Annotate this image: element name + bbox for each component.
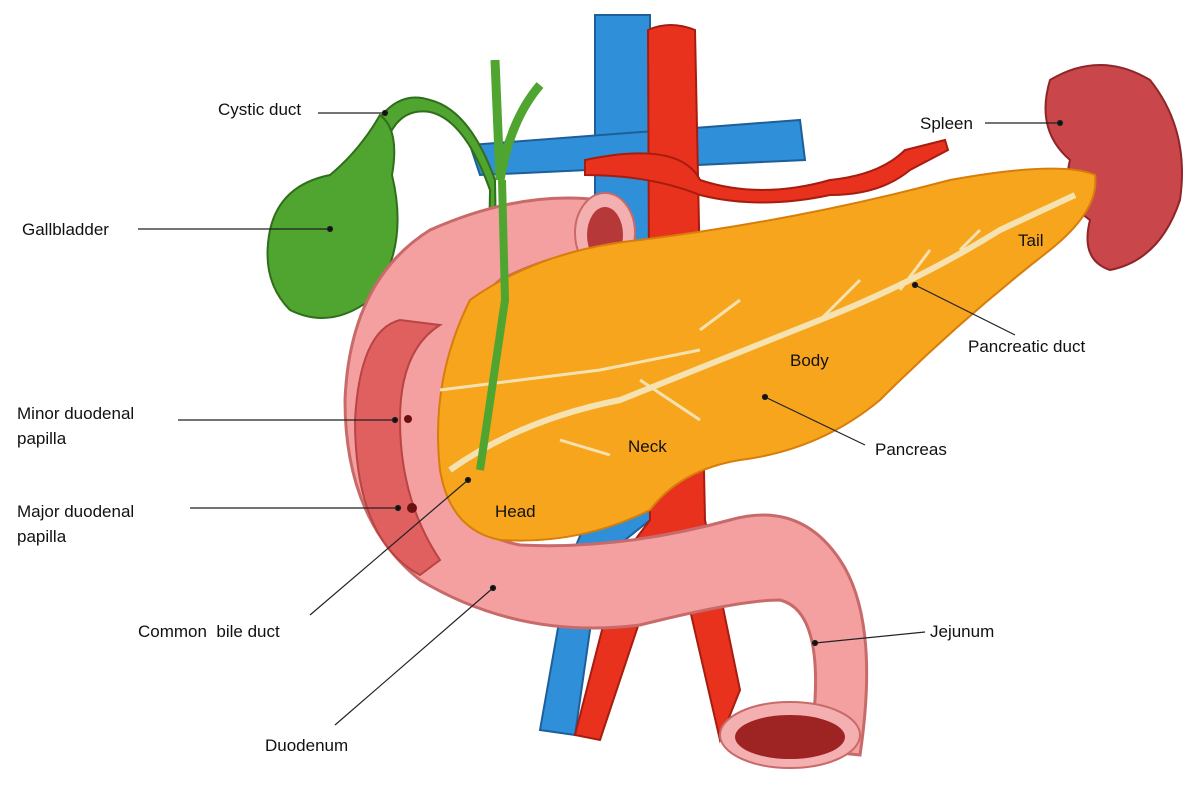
label-major-papilla-line1: Major duodenal (17, 502, 135, 521)
label-jejunum: Jejunum (930, 622, 995, 641)
label-pancreatic-duct: Pancreatic duct (968, 337, 1086, 356)
label-cystic-duct: Cystic duct (218, 100, 302, 119)
leader-lines (138, 109, 1064, 726)
label-spleen: Spleen (920, 114, 973, 133)
gallbladder-shape (266, 113, 399, 319)
label-pancreas: Pancreas (875, 440, 947, 459)
label-body: Body (790, 351, 829, 370)
label-major-papilla: Major duodenal papilla (17, 499, 134, 549)
duodenal-lumen (353, 318, 443, 577)
spleen-shape (1044, 64, 1183, 272)
label-gallbladder: Gallbladder (22, 220, 109, 239)
label-tail: Tail (1018, 231, 1044, 250)
pancreas-shape (437, 167, 1097, 542)
pancreatic-duct-shape (448, 192, 1077, 473)
label-neck: Neck (628, 437, 667, 456)
label-duodenum: Duodenum (265, 736, 349, 755)
label-minor-papilla-line2: papilla (17, 429, 67, 448)
label-head: Head (495, 502, 536, 521)
label-major-papilla-line2: papilla (17, 527, 67, 546)
label-common-bile-duct: Common bile duct (138, 622, 280, 641)
label-minor-papilla: Minor duodenal papilla (17, 401, 134, 451)
label-minor-papilla-line1: Minor duodenal (17, 404, 135, 423)
splenic-artery (584, 138, 950, 204)
